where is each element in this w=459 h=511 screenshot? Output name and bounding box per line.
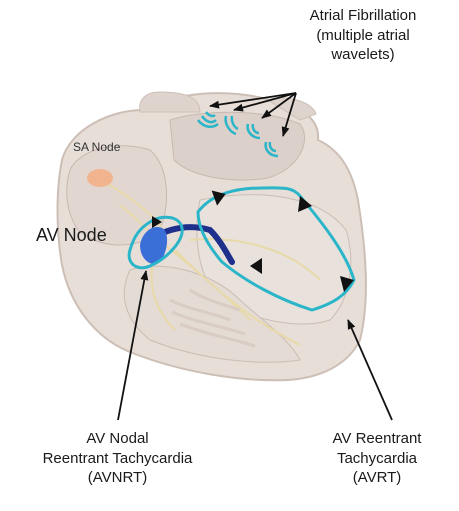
avrt-label-line-3: (AVRT): [302, 468, 452, 488]
avnrt-label-line-3: (AVNRT): [0, 468, 235, 488]
avrt-label-line-2: Tachycardia: [302, 449, 452, 469]
avrt-label: AV Reentrant Tachycardia (AVRT): [302, 429, 452, 488]
af-label-line-3: wavelets): [268, 45, 458, 65]
av-node-label: AV Node: [36, 224, 107, 247]
avnrt-label-line-2: Reentrant Tachycardia: [0, 449, 235, 469]
af-label-line-2: (multiple atrial: [268, 26, 458, 46]
avnrt-label-line-1: AV Nodal: [0, 429, 235, 449]
avrt-label-line-1: AV Reentrant: [302, 429, 452, 449]
sa-node-label: SA Node: [73, 140, 120, 156]
af-label-line-1: Atrial Fibrillation: [268, 6, 458, 26]
left-atrium: [170, 112, 305, 180]
atrial-fibrillation-label: Atrial Fibrillation (multiple atrial wav…: [268, 6, 458, 65]
avnrt-label: AV Nodal Reentrant Tachycardia (AVNRT): [0, 429, 235, 488]
avrt-arrow: [348, 320, 392, 420]
sa-node: [87, 169, 113, 187]
